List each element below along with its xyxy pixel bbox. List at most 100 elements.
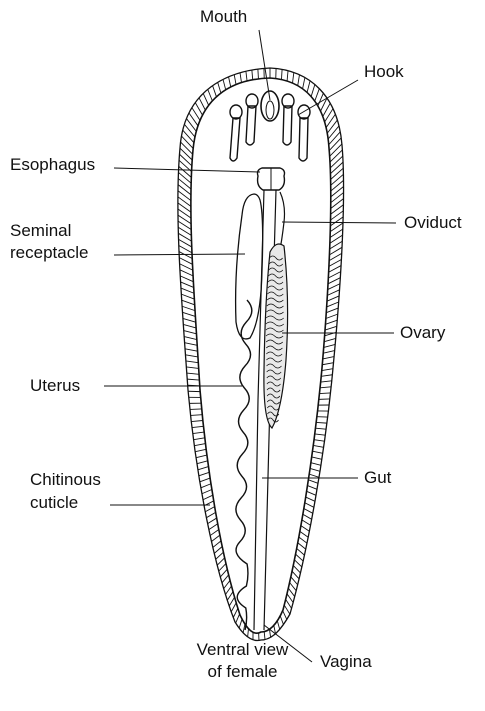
label-oviduct: Oviduct (404, 213, 462, 233)
cuticle-striation (209, 524, 218, 530)
cuticle-striation (323, 351, 334, 354)
cuticle-striation (185, 343, 198, 346)
cuticle-striation (233, 608, 238, 617)
cuticle-striation (283, 611, 287, 620)
cuticle-striation (308, 480, 318, 483)
hook-3 (283, 106, 292, 145)
cuticle-striation (225, 586, 231, 594)
cuticle-striation (179, 258, 192, 265)
cuticle-striation (243, 624, 245, 633)
cuticle-striation (218, 82, 221, 93)
cuticle-striation (229, 77, 231, 87)
leader-oviduct (282, 222, 396, 223)
cuticle-striation (331, 186, 344, 196)
hook-1 (230, 118, 240, 161)
cuticle-striation (186, 361, 198, 363)
cuticle-striation (329, 138, 341, 151)
cuticle-striation (302, 520, 311, 525)
cuticle-striation (178, 179, 191, 189)
cuticle-striations (178, 68, 344, 640)
cuticle-striation (320, 387, 331, 388)
cuticle-striation (301, 526, 309, 532)
cuticle-striation (246, 71, 247, 81)
cuticle-striation (203, 93, 208, 105)
cuticle-striation (199, 472, 209, 475)
cuticle-striation (305, 503, 314, 508)
hook-base-1 (230, 105, 242, 119)
cuticle-striation (331, 174, 344, 185)
cuticle-striation (306, 497, 315, 501)
label-hook: Hook (364, 62, 404, 82)
hook-4 (299, 118, 308, 161)
cuticle-striation (181, 142, 193, 154)
cuticle-striation (330, 144, 342, 156)
cuticle-striation (183, 318, 196, 322)
cuticle-striation (328, 272, 340, 278)
cuticle-striation (321, 375, 332, 377)
cuticle-striation (179, 245, 192, 252)
cuticle-striation (185, 349, 198, 351)
cuticle-striation (182, 300, 195, 305)
label-seminal-receptacle-line2: receptacle (10, 243, 88, 263)
cuticle-striation (326, 308, 338, 313)
cuticle-striation (298, 543, 306, 549)
cuticle-striation (180, 270, 193, 276)
cuticle-striation (330, 162, 343, 174)
cuticle-striation (252, 70, 253, 80)
cuticle-striation (186, 367, 198, 369)
cuticle-striation (331, 193, 344, 203)
body-outline-outer (178, 68, 344, 640)
cuticle-striation (181, 294, 194, 299)
cuticle-striation (303, 78, 305, 89)
cuticle-striation (299, 537, 307, 543)
cuticle-striation (325, 320, 337, 324)
cuticle-striation (213, 541, 221, 548)
cuticle-striation (178, 191, 191, 201)
cuticle-striation (324, 338, 336, 341)
cuticle-striation (205, 507, 214, 512)
cuticle-striation (292, 571, 299, 579)
cuticle-striation (324, 344, 335, 347)
cuticle-striation (200, 478, 210, 482)
cuticle-striation (323, 357, 334, 359)
cuticle-striation (192, 426, 203, 427)
cuticle-striation (316, 422, 327, 423)
label-uterus: Uterus (30, 376, 80, 396)
cuticle-striation (290, 582, 297, 590)
cuticle-striation (180, 148, 192, 160)
cuticle-striation (329, 266, 341, 273)
cuticle-striation (258, 69, 259, 79)
cuticle-striation (331, 199, 344, 209)
seminal-receptacle-shape (236, 194, 263, 339)
cuticle-striation (311, 463, 321, 466)
ovary (264, 244, 288, 428)
cuticle-striation (326, 314, 338, 318)
cuticle-striation (191, 420, 203, 421)
cuticle-striation (179, 154, 191, 166)
leader-esophagus (114, 168, 260, 172)
cuticle-striation (318, 93, 324, 106)
cuticle-striation (223, 79, 226, 89)
cuticle-striation (206, 512, 215, 517)
cuticle-striation (288, 588, 294, 596)
cuticle-striation (184, 331, 197, 334)
cuticle-striation (181, 282, 194, 288)
cuticle-striation (187, 373, 199, 374)
cuticle-striation (211, 535, 219, 541)
cuticle-striation (179, 166, 192, 177)
cuticle-striation (331, 180, 344, 191)
cuticle-striation (248, 629, 249, 637)
cuticle-striation (327, 120, 337, 133)
cuticle-striation (327, 296, 339, 301)
cuticle-striation (239, 619, 242, 628)
uterus-tube (236, 300, 252, 630)
caption-line-2: of female (160, 661, 325, 683)
cuticle-striation (319, 393, 330, 394)
cuticle-striation (179, 252, 192, 259)
cuticle-striation (203, 495, 213, 500)
cuticle-striation (181, 136, 193, 148)
cuticle-striation (229, 597, 234, 606)
cuticle-striation (313, 451, 323, 453)
cuticle-striation (307, 491, 316, 495)
